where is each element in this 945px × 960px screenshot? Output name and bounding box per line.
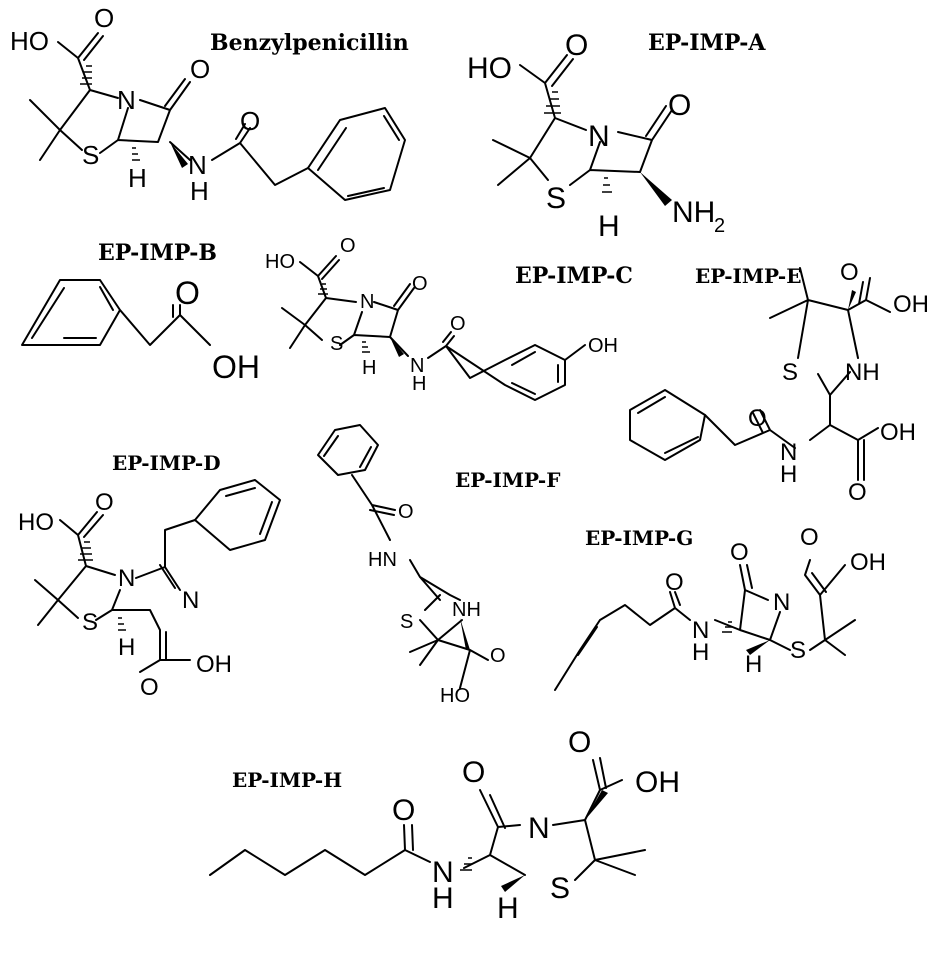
atom-o: O (190, 54, 210, 84)
molecule-ep-imp-f: EP-IMP-F O HN S NH O HO (317, 424, 560, 707)
atom-oh: OH (880, 419, 916, 446)
atom-h: H (362, 357, 376, 379)
atom-o: O (730, 539, 749, 566)
atom-o: O (462, 756, 485, 789)
atom-o: O (412, 273, 428, 295)
atom-o: O (94, 3, 114, 33)
atom-o: O (565, 29, 588, 62)
atom-ho: HO (265, 251, 295, 273)
atom-h: H (412, 373, 426, 395)
atom-o: O (848, 479, 867, 506)
label-ep-imp-a: EP-IMP-A (648, 30, 766, 56)
label-benzylpenicillin: Benzylpenicillin (210, 30, 409, 56)
atom-ho: HO (10, 26, 49, 56)
atom-s: S (782, 359, 798, 386)
atom-o: O (665, 569, 684, 596)
atom-h: H (190, 176, 209, 206)
atom-n: N (188, 150, 207, 180)
label-ep-imp-f: EP-IMP-F (455, 468, 560, 492)
atom-oh: OH (635, 766, 680, 799)
atom-o: O (840, 259, 859, 286)
atom-s: S (82, 140, 99, 170)
atom-n: N (692, 617, 709, 644)
atom-h: H (128, 163, 147, 193)
molecule-ep-imp-g: EP-IMP-G O OH O O N N H H S (554, 524, 886, 691)
atom-o: O (568, 726, 591, 759)
label-ep-imp-g: EP-IMP-G (585, 526, 693, 550)
atom-oh: OH (850, 549, 886, 576)
atom-s: S (82, 609, 98, 636)
atom-o: O (175, 275, 200, 311)
atom-n: N (773, 589, 790, 616)
atom-o: O (340, 235, 356, 257)
atom-n: N (432, 856, 454, 889)
molecule-ep-imp-b: EP-IMP-B O OH (21, 240, 260, 385)
label-ep-imp-h: EP-IMP-H (232, 768, 342, 792)
atom-oh: OH (196, 651, 232, 678)
atom-o: O (490, 645, 506, 667)
atom-h: H (780, 461, 797, 488)
atom-n: N (528, 812, 550, 845)
atom-s: S (546, 182, 566, 215)
atom-oh: OH (893, 291, 929, 318)
molecule-ep-imp-d: EP-IMP-D HO O N N S H O OH (18, 451, 281, 701)
atom-n: N (410, 355, 424, 377)
atom-n: N (118, 565, 135, 592)
atom-h: H (432, 882, 454, 915)
atom-s: S (330, 333, 343, 355)
atom-h: H (745, 651, 762, 678)
atom-nh: NH (452, 599, 481, 621)
atom-ho: HO (467, 52, 512, 85)
atom-o: O (748, 405, 767, 432)
atom-sub2: 2 (714, 215, 725, 237)
atom-oh: OH (212, 349, 260, 385)
atom-s: S (550, 872, 570, 905)
atom-n: N (588, 120, 610, 153)
molecule-ep-imp-h: EP-IMP-H O OH O O N N H H S (209, 726, 680, 925)
atom-o: O (392, 794, 415, 827)
molecule-ep-imp-e: EP-IMP-E O OH S NH O OH N H O (629, 259, 929, 506)
atom-o: O (398, 501, 414, 523)
atom-n: N (117, 85, 136, 115)
atom-n: N (360, 291, 374, 313)
atom-o: O (240, 106, 260, 136)
label-ep-imp-c: EP-IMP-C (515, 263, 633, 289)
atom-h: H (118, 634, 135, 661)
atom-o: O (140, 674, 159, 701)
atom-o: O (95, 489, 114, 516)
atom-h: H (692, 639, 709, 666)
label-ep-imp-b: EP-IMP-B (98, 240, 217, 266)
atom-h: H (497, 892, 519, 925)
molecule-benzylpenicillin: Benzylpenicillin HO O N O S H H N O (10, 3, 409, 206)
atom-oh: OH (588, 335, 618, 357)
atom-nh2: NH (672, 196, 715, 229)
molecule-ep-imp-a: EP-IMP-A HO O N O S H NH 2 (467, 29, 766, 243)
atom-n: N (182, 587, 199, 614)
atom-o: O (800, 524, 819, 551)
molecule-ep-imp-c: EP-IMP-C HO O N O S H H N O OH (265, 235, 633, 401)
atom-ho: HO (440, 685, 470, 707)
atom-h: H (598, 210, 620, 243)
atom-s: S (790, 637, 806, 664)
atom-ho: HO (18, 509, 54, 536)
label-ep-imp-e: EP-IMP-E (695, 264, 801, 288)
label-ep-imp-d: EP-IMP-D (112, 451, 221, 475)
atom-o: O (450, 313, 466, 335)
atom-s: S (400, 611, 413, 633)
atom-hn: HN (368, 549, 397, 571)
atom-o: O (668, 89, 691, 122)
